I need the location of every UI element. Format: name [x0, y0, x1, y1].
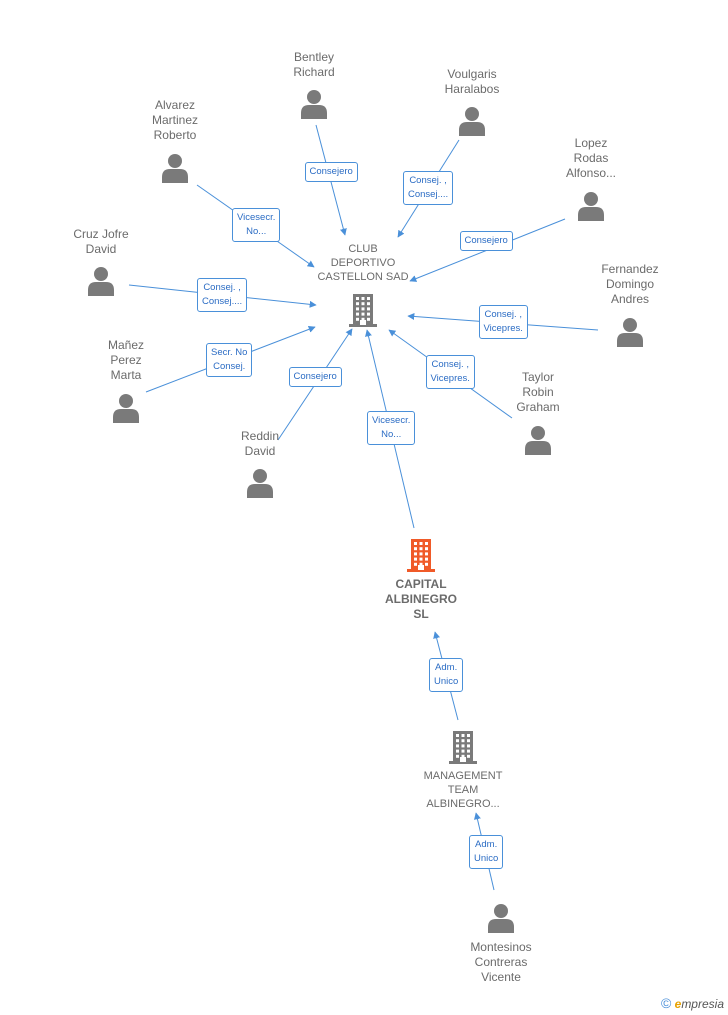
relation-label[interactable]: Consej. , Consej....	[197, 278, 248, 312]
building-icon	[448, 730, 478, 768]
person-icon	[112, 393, 140, 427]
empresia-logo: © empresia	[661, 995, 724, 1011]
person-label: Reddin David	[240, 429, 280, 458]
person-icon	[300, 89, 328, 123]
relation-label[interactable]: Adm. Unico	[429, 658, 464, 692]
person-label: Mañez Perez Marta	[107, 338, 145, 382]
relation-label[interactable]: Consej. , Vicepres.	[425, 355, 475, 389]
person-label: Montesinos Contreras Vicente	[470, 940, 532, 984]
company-label: CLUB DEPORTIVO CASTELLON SAD	[317, 243, 409, 283]
relation-label[interactable]: Vicesecr. No...	[232, 208, 281, 242]
relation-label[interactable]: Adm. Unico	[469, 835, 504, 869]
brand-letter: e	[674, 997, 682, 1011]
person-icon	[577, 191, 605, 225]
person-icon	[161, 153, 189, 187]
relation-label[interactable]: Consej. , Consej....	[403, 171, 454, 205]
person-icon	[524, 425, 552, 459]
building-icon	[348, 293, 378, 331]
person-label: Taylor Robin Graham	[516, 370, 560, 414]
copyright-symbol: ©	[660, 995, 672, 1011]
brand-name: mpresia	[681, 997, 724, 1011]
person-label: Lopez Rodas Alfonso...	[565, 136, 617, 180]
person-icon	[458, 106, 486, 140]
relation-label[interactable]: Vicesecr. No...	[367, 411, 416, 445]
person-label: Fernandez Domingo Andres	[601, 262, 659, 306]
relation-label[interactable]: Consejero	[459, 231, 513, 251]
person-icon	[487, 903, 515, 937]
relation-label[interactable]: Consejero	[304, 162, 358, 182]
person-icon	[87, 266, 115, 300]
person-label: Bentley Richard	[293, 50, 335, 79]
person-label: Voulgaris Haralabos	[444, 67, 500, 96]
company-label: CAPITAL ALBINEGRO SL	[385, 577, 457, 621]
relation-label[interactable]: Secr. No Consej.	[206, 343, 253, 377]
person-label: Alvarez Martinez Roberto	[151, 98, 198, 142]
person-icon	[246, 468, 274, 502]
building-icon	[406, 538, 436, 576]
person-icon	[616, 317, 644, 351]
relation-label[interactable]: Consejero	[288, 367, 342, 387]
relation-label[interactable]: Consej. , Vicepres.	[478, 305, 528, 339]
company-label: MANAGEMENT TEAM ALBINEGRO...	[423, 770, 503, 810]
person-label: Cruz Jofre David	[73, 227, 129, 256]
